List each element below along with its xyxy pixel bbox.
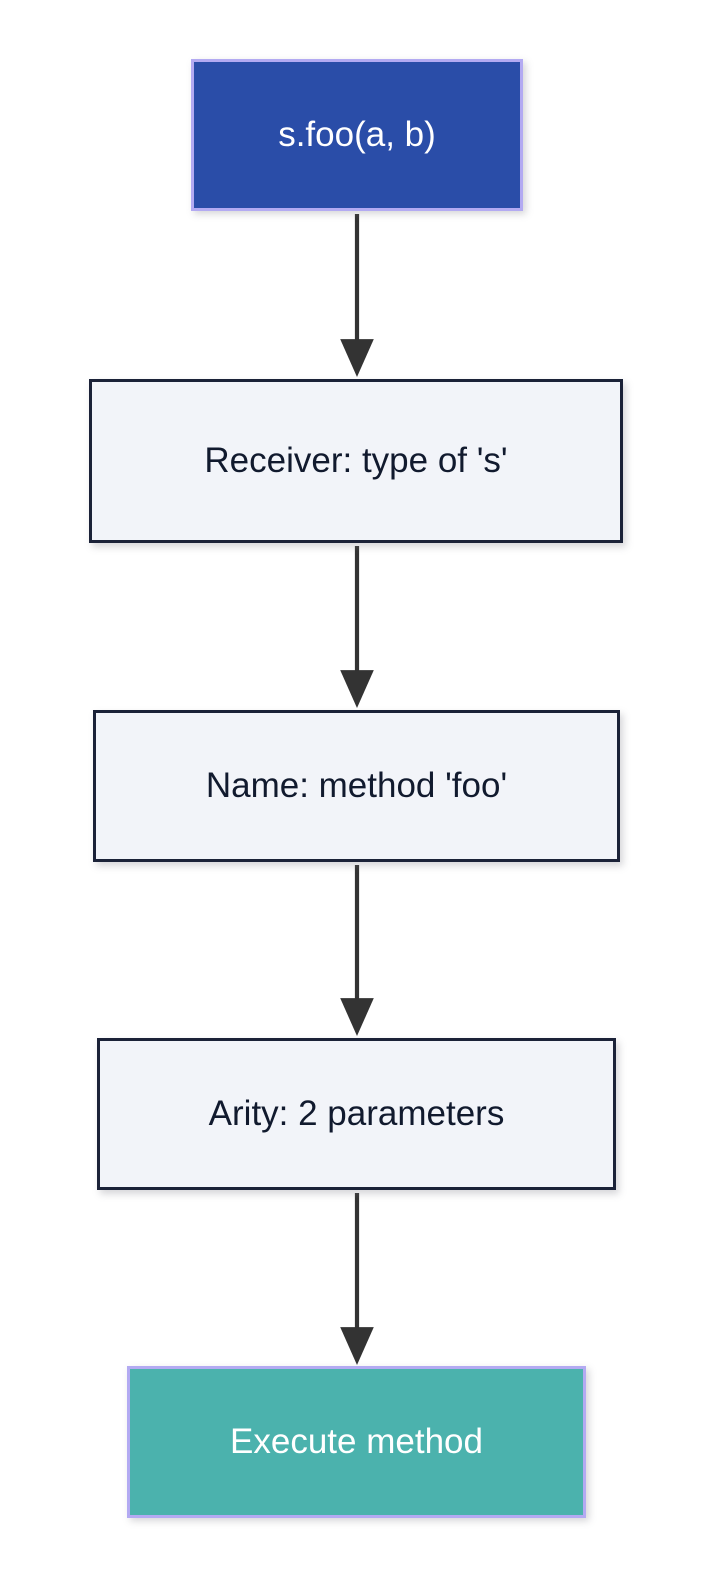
flow-node-arity-label: Arity: 2 parameters [208,1094,505,1133]
flow-node-receiver-label: Receiver: type of 's' [204,441,508,480]
flow-node-execute[interactable]: Execute method [127,1366,586,1518]
flow-node-name-label: Name: method 'foo' [205,766,508,805]
flow-node-arity[interactable]: Arity: 2 parameters [97,1038,616,1190]
flow-node-start-label: s.foo(a, b) [278,115,436,154]
flow-node-name[interactable]: Name: method 'foo' [93,710,620,862]
flow-node-execute-label: Execute method [230,1422,483,1461]
flow-node-start[interactable]: s.foo(a, b) [191,59,523,211]
flow-node-receiver[interactable]: Receiver: type of 's' [89,379,623,543]
